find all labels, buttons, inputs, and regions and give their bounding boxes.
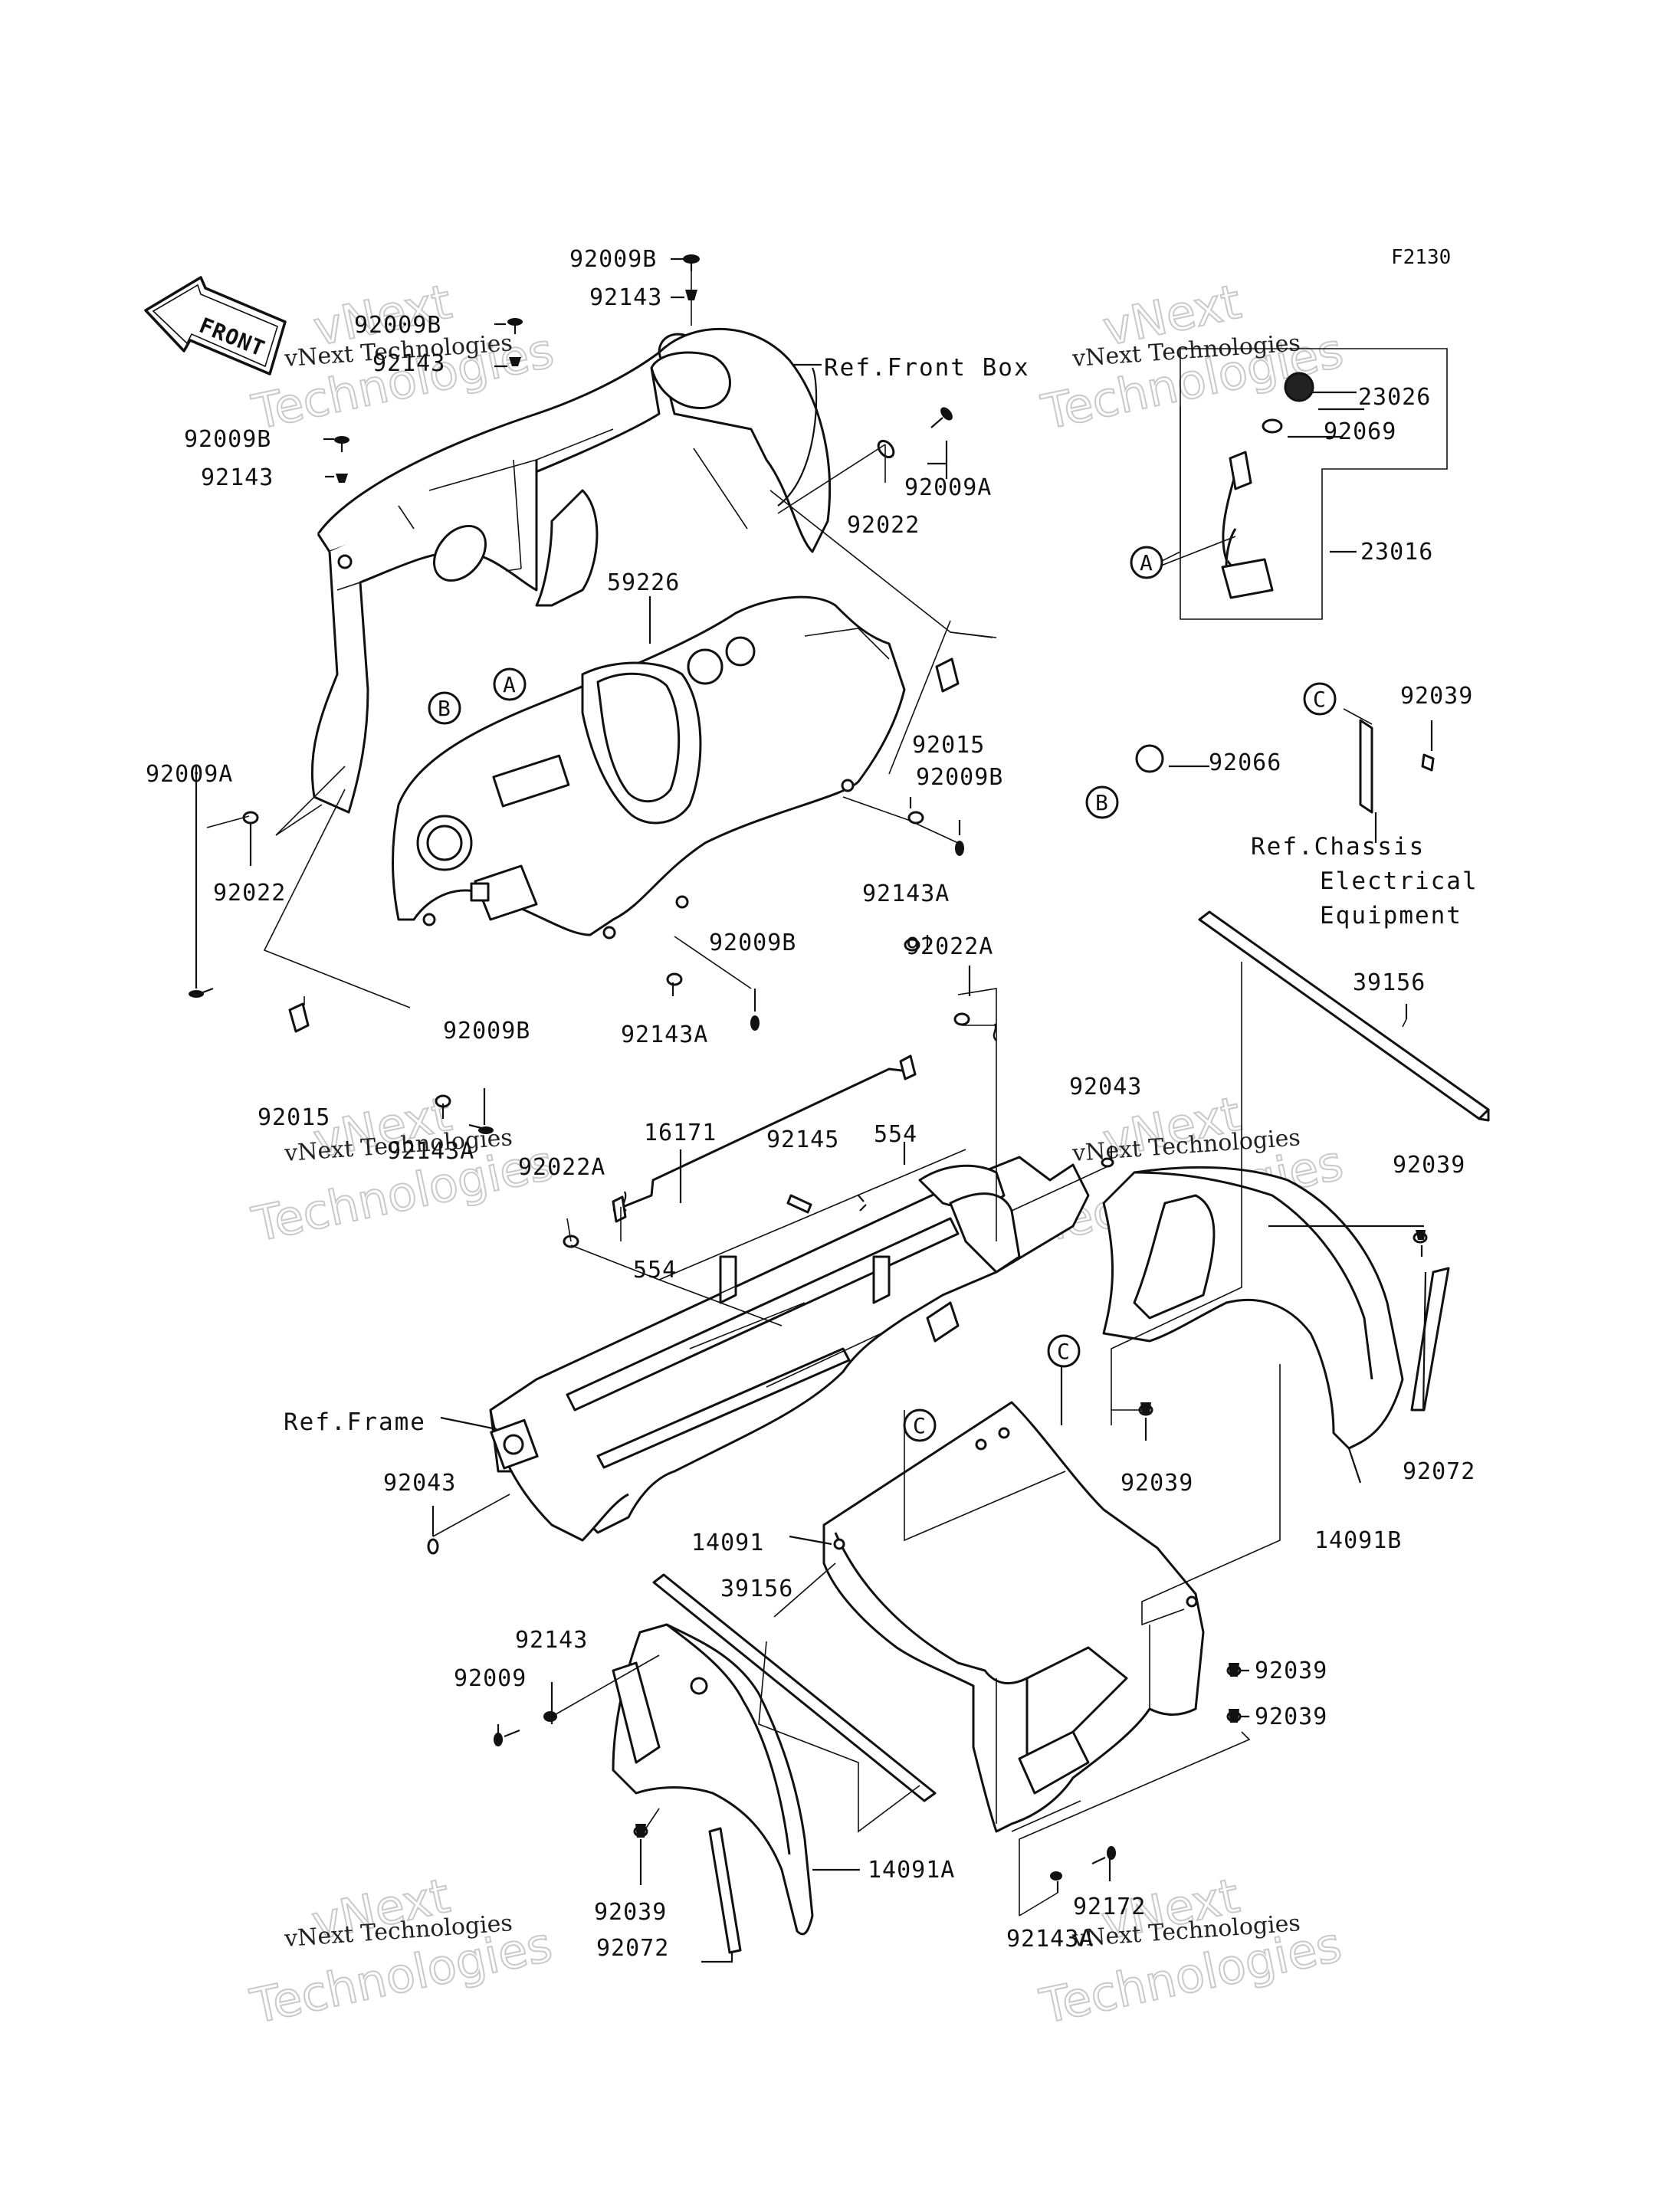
part-number: 92143 bbox=[372, 350, 445, 377]
part-number: 92069 bbox=[1324, 418, 1396, 445]
part-number: 92143A bbox=[862, 880, 950, 907]
part-number: 554 bbox=[874, 1121, 917, 1148]
part-number: 92143A bbox=[1006, 1926, 1094, 1953]
wire-16171-end bbox=[612, 1195, 627, 1223]
part-number: 92039 bbox=[1255, 1658, 1327, 1684]
ref-chassis-line2: Electrical bbox=[1320, 867, 1478, 895]
strip-39156-left bbox=[652, 1573, 937, 1802]
part-number: 92009A bbox=[904, 474, 992, 501]
part-number: 92022 bbox=[213, 880, 286, 907]
part-number: 92143 bbox=[515, 1627, 588, 1654]
frame-drawing bbox=[489, 1156, 1090, 1542]
callout-c-label: C bbox=[1057, 1339, 1070, 1364]
part-number: 92145 bbox=[766, 1126, 839, 1153]
part-number: 16171 bbox=[644, 1120, 717, 1146]
callout-a-label: A bbox=[1140, 550, 1153, 575]
floor-14091-drawing bbox=[822, 1401, 1205, 1833]
heater-duct-drawing bbox=[1135, 348, 1448, 814]
part-number: 92009B bbox=[709, 930, 796, 956]
leader-lines bbox=[195, 257, 1433, 1963]
callout-a-label: A bbox=[503, 672, 516, 697]
callout-group: A B A B C C C bbox=[428, 546, 1337, 1442]
part-number: 92009B bbox=[443, 1018, 530, 1044]
part-number: 39156 bbox=[1353, 969, 1426, 996]
callout-c-circle bbox=[1303, 682, 1337, 716]
part-number: 92043 bbox=[383, 1470, 456, 1497]
part-number: 92022 bbox=[847, 512, 920, 539]
callout-b-circle bbox=[428, 691, 461, 725]
part-number: 14091 bbox=[691, 1530, 764, 1556]
wire-16171-end bbox=[899, 1054, 917, 1080]
part-number: 14091B bbox=[1314, 1527, 1402, 1554]
part-number: 92039 bbox=[1393, 1152, 1465, 1179]
callout-a-circle bbox=[493, 667, 527, 701]
part-number: 14091A bbox=[868, 1857, 955, 1884]
part-number: 92143A bbox=[621, 1021, 708, 1048]
part-number: 92015 bbox=[258, 1104, 330, 1131]
part-number: 92015 bbox=[912, 732, 985, 759]
part-number: 39156 bbox=[720, 1576, 793, 1602]
callout-c-circle bbox=[903, 1408, 937, 1442]
callout-b-circle bbox=[1085, 785, 1119, 819]
callout-b-label: B bbox=[1095, 790, 1108, 815]
part-number: 92066 bbox=[1209, 749, 1281, 776]
callout-b-label: B bbox=[438, 696, 451, 721]
part-number: 92009B bbox=[354, 312, 441, 339]
ref-chassis-line3: Equipment bbox=[1320, 902, 1462, 930]
part-number: 92039 bbox=[1121, 1470, 1193, 1497]
dashboard-drawing bbox=[392, 595, 906, 939]
part-number: 92143A bbox=[387, 1138, 474, 1165]
part-number: 92009B bbox=[916, 764, 1003, 791]
part-number: 92072 bbox=[1403, 1458, 1475, 1485]
part-number: 92072 bbox=[596, 1935, 669, 1962]
ref-chassis-line1: Ref.Chassis bbox=[1251, 833, 1425, 861]
part-number: 59226 bbox=[607, 569, 680, 596]
front-arrow: FRONT bbox=[144, 276, 287, 375]
fender-14091B-drawing bbox=[1102, 1166, 1450, 1450]
fender-14091A-drawing bbox=[612, 1623, 814, 1954]
upper-cowl-drawing bbox=[310, 327, 832, 814]
part-number: 92039 bbox=[594, 1899, 667, 1926]
part-number: 92022A bbox=[518, 1154, 605, 1181]
callout-a-circle bbox=[1130, 546, 1163, 579]
part-number: 92039 bbox=[1400, 683, 1473, 710]
part-number: 23026 bbox=[1358, 384, 1431, 411]
part-number: 92172 bbox=[1073, 1894, 1146, 1920]
part-number: 554 bbox=[633, 1257, 677, 1284]
strip-39156-right bbox=[1198, 910, 1490, 1122]
callout-c-circle bbox=[1047, 1334, 1081, 1368]
part-number: 92009B bbox=[569, 246, 657, 273]
callout-c-label: C bbox=[913, 1413, 926, 1438]
part-number: 92022A bbox=[906, 933, 993, 960]
part-number: 92009 bbox=[454, 1665, 527, 1692]
figure-code: F2130 bbox=[1391, 246, 1451, 269]
part-number: 23016 bbox=[1360, 539, 1433, 566]
wire-16171-drawing bbox=[612, 1067, 909, 1212]
ref-frame: Ref.Frame bbox=[284, 1408, 426, 1436]
callout-c-label: C bbox=[1313, 687, 1326, 712]
part-number: 92039 bbox=[1255, 1703, 1327, 1730]
part-number: 92043 bbox=[1069, 1074, 1142, 1100]
part-number: 92009A bbox=[146, 761, 233, 788]
part-number: 92143 bbox=[201, 464, 274, 491]
part-number-labels: 92009B 92143 92009B 92143 92009B 92143 9… bbox=[146, 246, 1475, 1962]
part-number: 92009B bbox=[184, 426, 271, 453]
part-number: 92143 bbox=[589, 284, 662, 311]
ref-front-box: Ref.Front Box bbox=[824, 354, 1030, 382]
